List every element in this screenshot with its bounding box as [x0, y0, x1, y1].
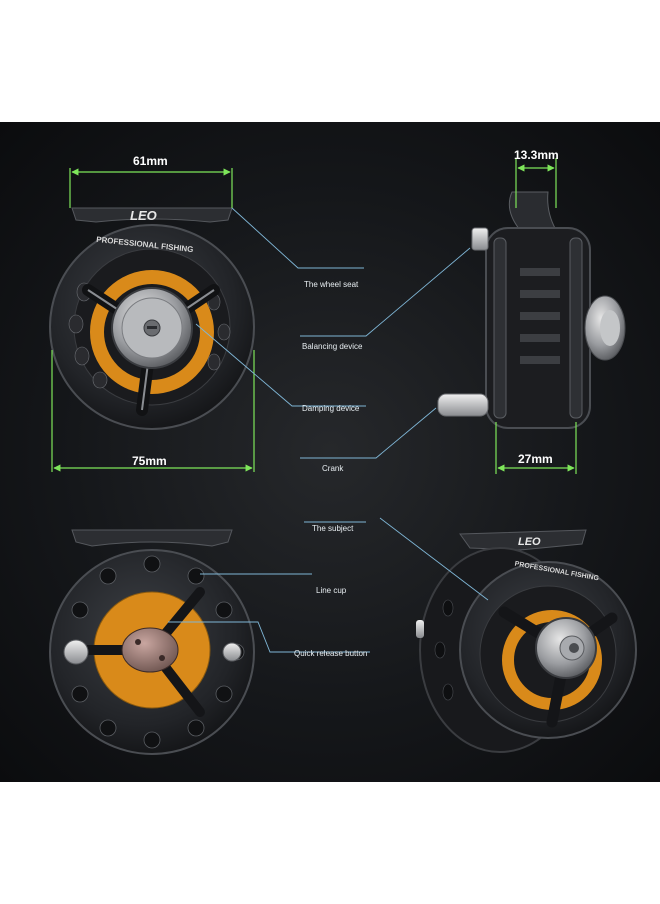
brand-logo-angled: LEO	[518, 536, 541, 548]
callout-wheel-seat: The wheel seat	[304, 280, 359, 289]
callout-line-cup: Line cup	[316, 586, 347, 595]
reel-side-view	[437, 191, 626, 429]
callout-lines	[168, 207, 489, 653]
callout-crank: Crank	[322, 464, 344, 473]
brand-logo: LEO	[130, 208, 157, 223]
reel-angled-view	[416, 529, 637, 753]
reel-front-view	[49, 207, 255, 430]
dimension-outer-width: 75mm	[132, 454, 167, 468]
dimension-lines	[51, 158, 577, 474]
reel-illustration	[49, 158, 637, 755]
callout-balancing-device: Balancing device	[302, 342, 363, 351]
product-panel: LEO PROFESSIONAL FISHING LEO PROFESSIONA…	[0, 122, 660, 782]
reel-back-view	[49, 529, 255, 755]
dimension-top-width: 61mm	[133, 154, 168, 168]
callout-quick-release: Quick release button	[294, 649, 368, 658]
dimension-arbor-width: 13.3mm	[514, 148, 559, 162]
dimension-side-width: 27mm	[518, 452, 553, 466]
callout-subject: The subject	[312, 524, 354, 533]
callout-damping-device: Damping device	[302, 404, 360, 413]
